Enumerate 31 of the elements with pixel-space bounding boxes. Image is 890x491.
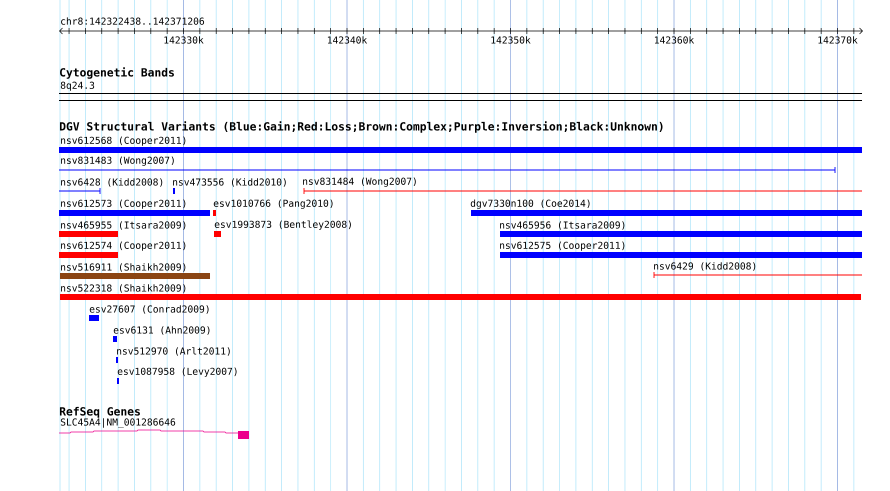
variant-label: nsv6429 (Kidd2008)	[654, 262, 756, 271]
variant-label: nsv831483 (Wong2007)	[61, 156, 174, 166]
track-title: DGV Structural Variants (Blue:Gain;Red:Loss;Brown:Complex;Purple:Inversion;Black:Unknown)	[60, 121, 663, 133]
variant-label: nsv512970 (Arlt2011)	[117, 347, 230, 356]
gene-label: SLC45A4|NM_001286646	[60, 418, 176, 428]
variant-label: nsv516911 (Shaikh2009)	[61, 263, 186, 272]
variant-label: nsv465956 (Itsara2009)	[500, 221, 624, 230]
variant-label: esv1087958 (Levy2007)	[118, 368, 237, 377]
band-label: 8q24.3	[60, 82, 94, 91]
variant-label: esv1010766 (Pang2010)	[214, 199, 333, 209]
variant-label: dgv7330n100 (Coe2014)	[470, 199, 590, 209]
variant-label: nsv6428 (Kidd2008)	[61, 178, 162, 187]
track-title: RefSeq Genes	[60, 406, 140, 418]
variant-label: nsv612574 (Cooper2011)	[61, 242, 186, 251]
variant-label: nsv473556 (Kidd2010)	[173, 178, 286, 187]
variant-label: nsv522318 (Shaikh2009)	[61, 284, 186, 293]
variant-label: nsv612568 (Cooper2011)	[61, 136, 186, 146]
variant-label: nsv612573 (Cooper2011)	[61, 200, 186, 209]
tick-label: 142330k	[164, 36, 204, 44]
track-title: Cytogenetic Bands	[60, 67, 174, 79]
variant-label: nsv831484 (Wong2007)	[303, 177, 416, 187]
tick-label: 142370k	[818, 36, 858, 44]
variant-label: esv27607 (Conrad2009)	[90, 305, 209, 314]
tick-label: 142340k	[328, 36, 368, 44]
variant-label: esv6131 (Ahn2009)	[114, 326, 210, 335]
tick-label: 142350k	[491, 36, 531, 44]
variant-label: nsv465955 (Itsara2009)	[61, 221, 186, 230]
variant-label: nsv612575 (Cooper2011)	[500, 242, 624, 251]
variant-label: esv1993873 (Bentley2008)	[214, 220, 351, 230]
tick-label: 142360k	[654, 36, 694, 44]
region-label: chr8:142322438..142371206	[61, 17, 204, 25]
